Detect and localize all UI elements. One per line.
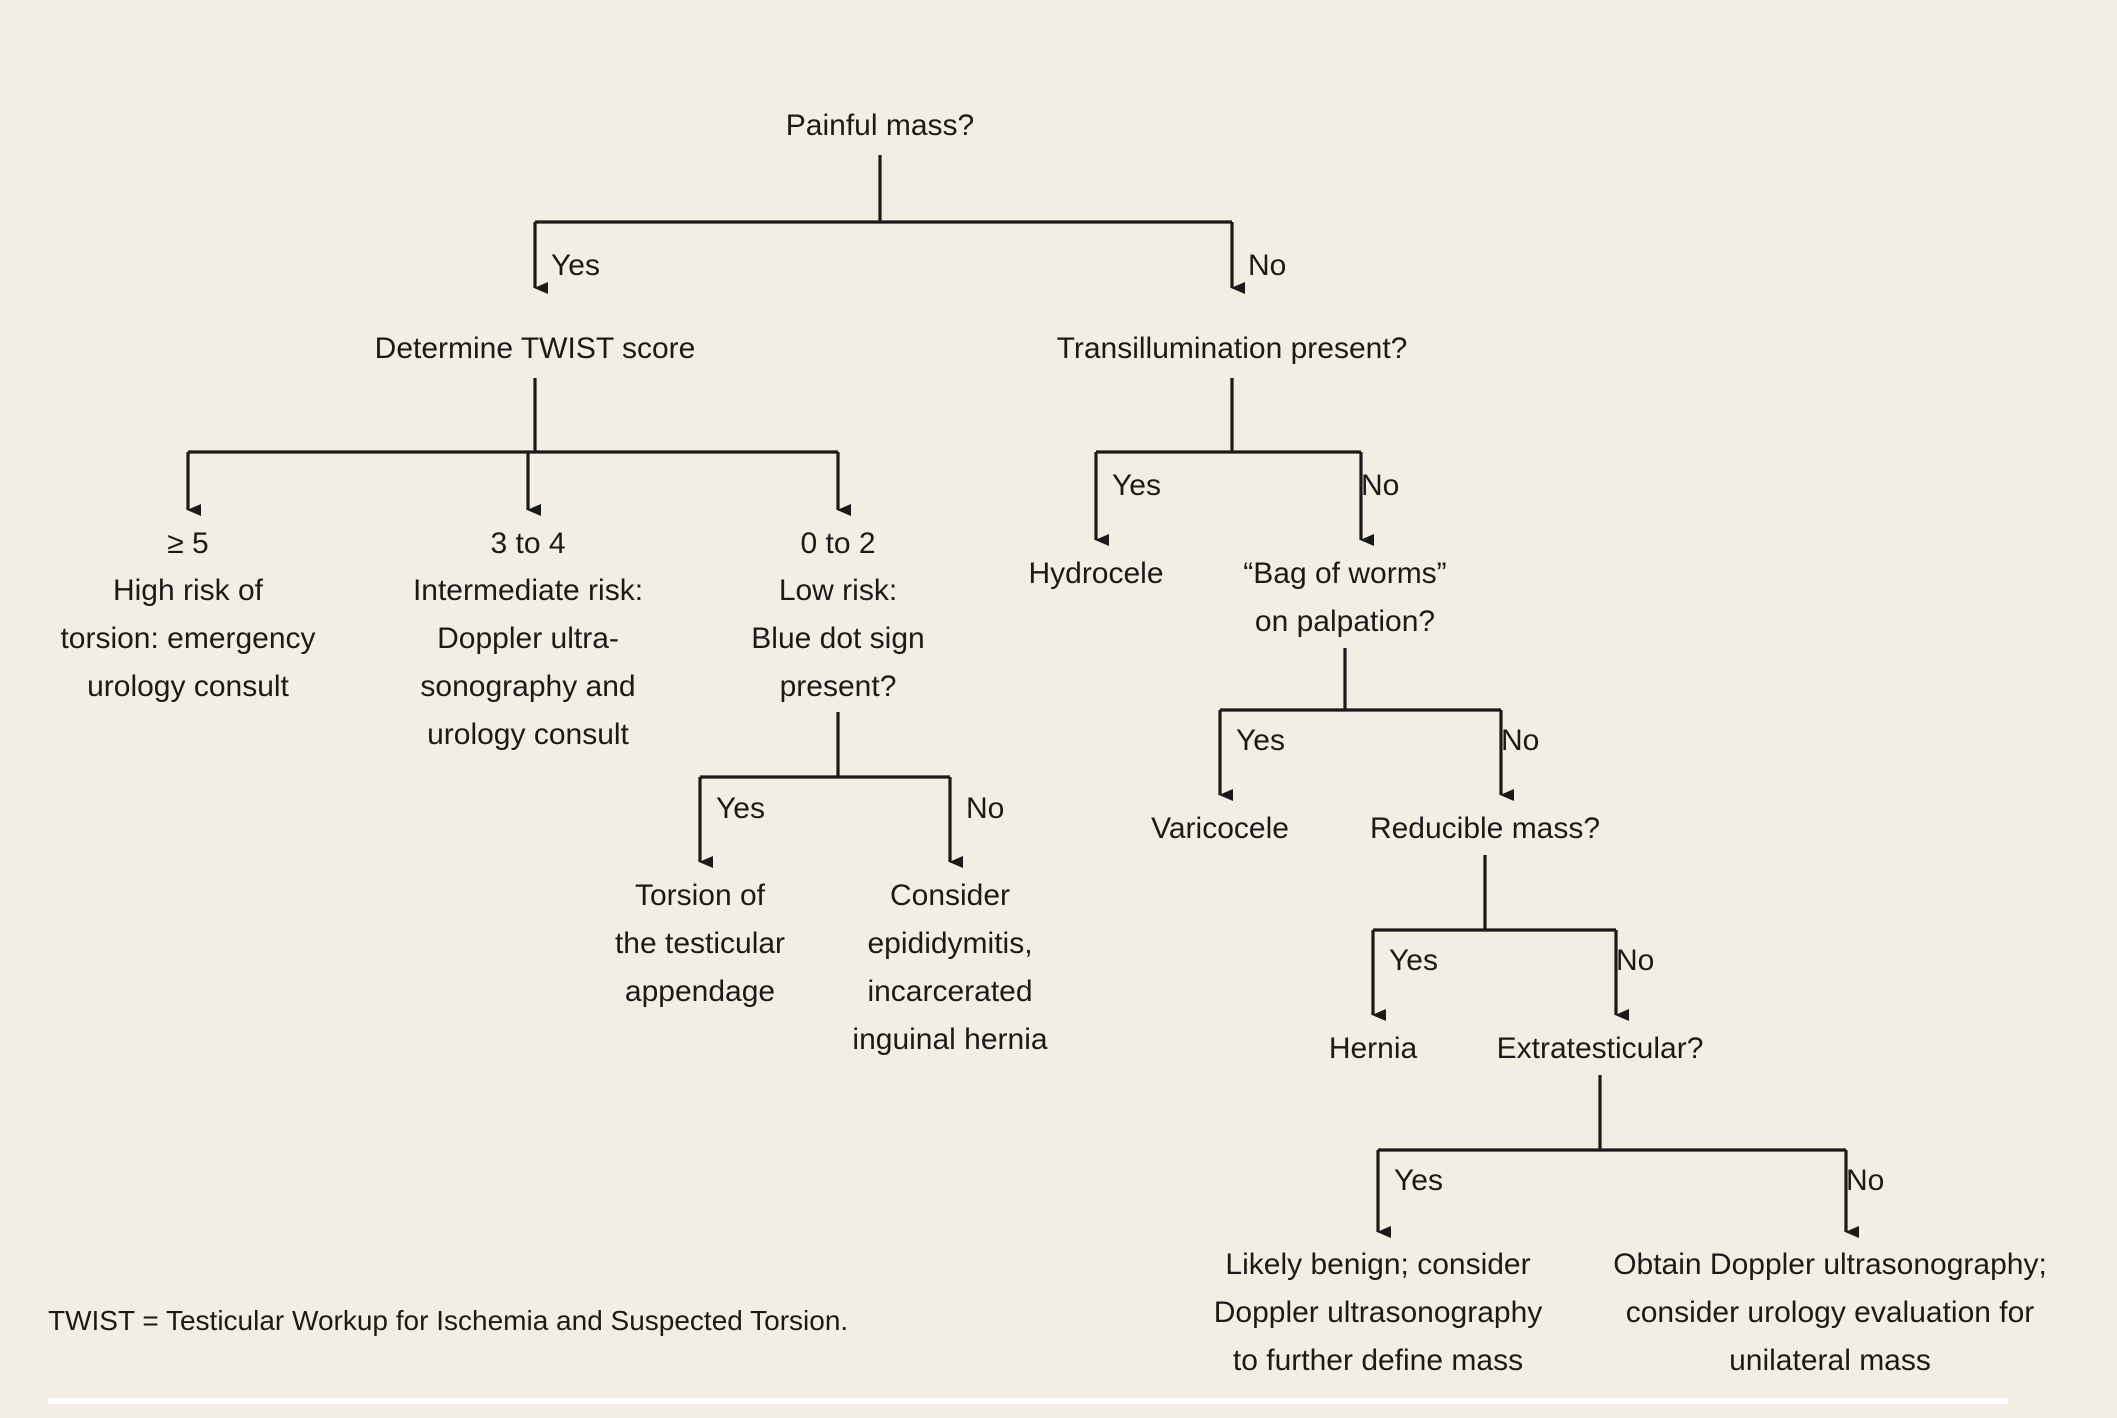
node-intermediate-risk-line-2: Doppler ultra- <box>437 622 619 655</box>
node-intermediate-risk-line-3: sonography and <box>420 670 635 703</box>
node-obtain-doppler-line-1: Obtain Doppler ultrasonography; <box>1613 1248 2047 1281</box>
edge-label-reducible-yes: Yes <box>1389 944 1438 977</box>
edge-label-bagofworms-no: No <box>1501 724 1539 757</box>
node-likely-benign-line-1: Likely benign; consider <box>1225 1248 1530 1281</box>
node-epididymitis-line-3: incarcerated <box>867 975 1032 1008</box>
node-hydrocele: Hydrocele <box>1028 557 1163 590</box>
node-likely-benign-line-3: to further define mass <box>1233 1344 1523 1377</box>
node-epididymitis-line-4: inguinal hernia <box>852 1023 1047 1056</box>
node-high-risk-line-3: urology consult <box>87 670 289 703</box>
node-varicocele: Varicocele <box>1151 812 1289 845</box>
node-score-ge-5: ≥ 5 <box>167 527 208 560</box>
node-torsion-appendage-line-1: Torsion of <box>635 879 766 912</box>
node-torsion-appendage-line-3: appendage <box>625 975 775 1008</box>
node-bag-of-worms-line-1: “Bag of worms” <box>1243 557 1446 590</box>
node-torsion-appendage-line-2: the testicular <box>615 927 785 960</box>
edge-label-transillumination-yes: Yes <box>1112 469 1161 502</box>
edge-label-extratesticular-yes: Yes <box>1394 1164 1443 1197</box>
node-transillumination-present: Transillumination present? <box>1057 332 1408 365</box>
edge-label-root-yes: Yes <box>551 249 600 282</box>
node-score-0-to-2: 0 to 2 <box>800 527 875 560</box>
edge-twist-split <box>186 378 851 516</box>
node-epididymitis-line-2: epididymitis, <box>867 927 1032 960</box>
node-low-risk-line-1: Low risk: <box>779 574 897 607</box>
node-intermediate-risk-line-4: urology consult <box>427 718 629 751</box>
node-high-risk-line-2: torsion: emergency <box>60 622 315 655</box>
node-obtain-doppler-line-2: consider urology evaluation for <box>1626 1296 2035 1329</box>
edge-extratesticular-split <box>1376 1075 1859 1238</box>
edge-label-extratesticular-no: No <box>1846 1164 1884 1197</box>
node-low-risk-line-2: Blue dot sign <box>751 622 924 655</box>
node-painful-mass: Painful mass? <box>786 109 974 142</box>
node-reducible-mass: Reducible mass? <box>1370 812 1600 845</box>
node-likely-benign-line-2: Doppler ultrasonography <box>1214 1296 1543 1329</box>
node-obtain-doppler-line-3: unilateral mass <box>1729 1344 1931 1377</box>
node-high-risk-line-1: High risk of <box>113 574 264 607</box>
edge-label-transillumination-no: No <box>1361 469 1399 502</box>
edge-bluedot-split <box>698 712 963 868</box>
node-intermediate-risk-line-1: Intermediate risk: <box>413 574 643 607</box>
node-bag-of-worms-line-2: on palpation? <box>1255 605 1435 638</box>
node-epididymitis-line-1: Consider <box>890 879 1010 912</box>
node-determine-twist-score: Determine TWIST score <box>375 332 696 365</box>
edge-label-bluedot-no: No <box>966 792 1004 825</box>
edge-label-reducible-no: No <box>1616 944 1654 977</box>
edge-reducible-split <box>1371 855 1629 1021</box>
node-extratesticular: Extratesticular? <box>1497 1032 1704 1065</box>
edge-label-root-no: No <box>1248 249 1286 282</box>
footnote-abbreviation: TWIST = Testicular Workup for Ischemia a… <box>48 1305 848 1336</box>
node-hernia: Hernia <box>1329 1032 1418 1065</box>
node-low-risk-line-3: present? <box>780 670 897 703</box>
edge-root-to-twist <box>533 155 1232 294</box>
edge-label-bagofworms-yes: Yes <box>1236 724 1285 757</box>
bottom-divider <box>48 1398 2008 1404</box>
edge-bagofworms-split <box>1218 648 1514 801</box>
edge-transillumination-split <box>1094 378 1374 546</box>
node-score-3-to-4: 3 to 4 <box>490 527 565 560</box>
edge-label-bluedot-yes: Yes <box>716 792 765 825</box>
